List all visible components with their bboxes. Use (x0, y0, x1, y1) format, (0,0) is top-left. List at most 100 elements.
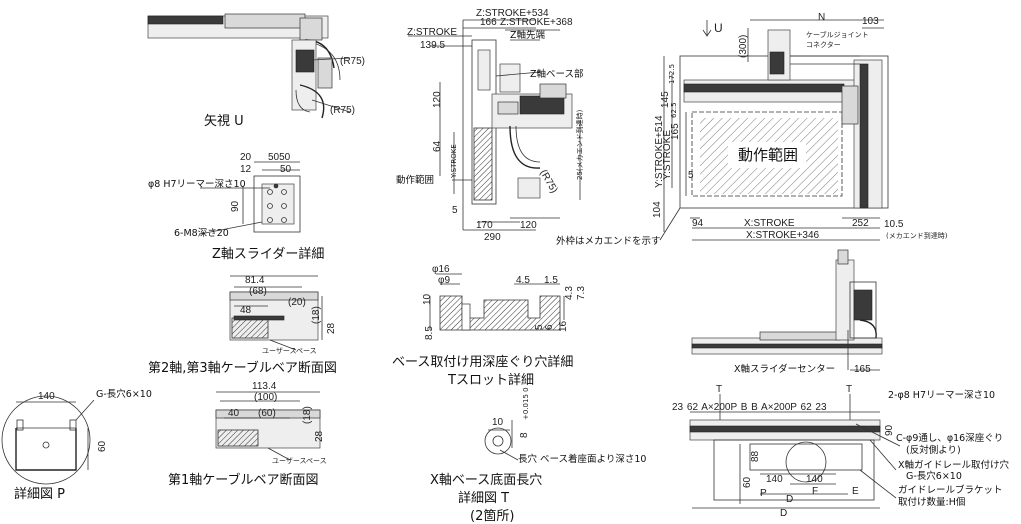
bottom-view: T T 23 62 A×200P B B A×200P 62 23 2-φ8 H… (672, 384, 1010, 519)
dim-48: 48 (240, 305, 252, 316)
e-marker: E (852, 486, 859, 497)
dim-73: 7.3 (576, 286, 587, 300)
dim-90: 90 (230, 200, 241, 212)
dim-625: 62.5 (670, 102, 678, 118)
user-space-b: ユーザースペース (272, 457, 327, 465)
r75-side: (R75) (537, 168, 559, 195)
d-marker-1: D (786, 494, 793, 505)
t-slot-detail: φ16 φ9 4.5 1.5 10 8.5 5 6 16 4.3 7.3 (422, 264, 587, 340)
dim-140-p: 140 (38, 391, 55, 402)
c-hole-note-2: (反対側より) (906, 444, 961, 456)
dim-10-slot: 10 (492, 417, 504, 428)
dim-68: (68) (249, 286, 267, 297)
z-tip-label: Z軸先端 (510, 29, 546, 41)
dim-252: 252 (852, 218, 869, 229)
dim-60p: (60) (258, 408, 276, 419)
dim-xstroke: X:STROKE (744, 218, 795, 229)
caption-view-u: 矢視 U (204, 114, 244, 129)
dim-43: 4.3 (564, 286, 575, 300)
dim-300p: (300) (738, 35, 749, 58)
dim-16-t: 16 (558, 320, 569, 332)
dim-1725: 172.5 (668, 64, 676, 84)
dim-60-bottom: 60 (742, 476, 753, 488)
dim-10-t: 10 (422, 293, 433, 305)
dim-6-t: 6 (544, 324, 555, 330)
dim-phi9: φ9 (438, 275, 450, 286)
dim-15: 1.5 (544, 275, 558, 286)
dim-18p-b: (18) (302, 406, 313, 424)
connector-label: コネクター (806, 40, 841, 49)
side-view: Z:STROKE+534 166 Z:STROKE+368 Z:STROKE 1… (396, 8, 584, 243)
dim-90-bottom: 90 (884, 424, 895, 436)
dim-120-v: 120 (432, 91, 443, 108)
dim-5-side: 5 (452, 205, 458, 216)
r75-label-1: (R75) (340, 56, 365, 67)
dim-100: (100) (254, 392, 277, 403)
u-arrow-label: U (714, 21, 723, 35)
c-hole-note-1: C-φ9通し、φ16深座ぐり (896, 432, 1003, 444)
top-view: U 動作範囲 N 103 (300) ケーブルジョイント コネクター Y: (556, 12, 948, 247)
outer-frame-note: 外枠はメカエンドを示す (556, 235, 661, 247)
dim-103: 103 (862, 16, 879, 27)
cable-bear-23: 81.4 (68) 48 (20) (18) 28 ユーザースペース (229, 275, 337, 355)
bottom-dims: 23 62 A×200P B B A×200P 62 23 (672, 402, 827, 413)
dim-n: N (818, 12, 825, 23)
caption-cable-23: 第2軸,第3軸ケーブルベア断面図 (148, 360, 337, 376)
dim-20p: (20) (288, 297, 306, 308)
cable-joint-label: ケーブルジョイント (806, 30, 869, 39)
x-slider-center: X軸スライダーセンター (734, 363, 835, 375)
dim-1395: 139.5 (420, 40, 445, 51)
slot-depth-note: 長穴 ベース着座面より深さ10 (518, 453, 646, 465)
dim-64: 64 (432, 140, 443, 152)
caption-z-slider: Z軸スライダー詳細 (212, 246, 324, 262)
mech-end-top: (メカエンド到達時) (886, 231, 948, 240)
dim-20: 20 (240, 152, 252, 163)
reamer-bottom: 2-φ8 H7リーマー深さ10 (888, 390, 995, 401)
dim-165-top: 165 (670, 123, 681, 140)
dim-18p: (18) (311, 306, 322, 324)
dim-165-front: 165 (854, 364, 871, 375)
t-marker-2: T (846, 384, 852, 395)
slot-detail-t: 10 8 +0.015 0 長穴 ベース着座面より深さ10 (484, 387, 646, 465)
dim-85: 8.5 (424, 326, 435, 340)
caption-x-long-3: (2箇所) (470, 508, 514, 524)
r75-label-2: (R75) (330, 105, 355, 116)
op-range-top: 動作範囲 (738, 146, 798, 164)
dim-60-p: 60 (97, 440, 108, 452)
dim-zstroke: Z:STROKE (407, 27, 457, 38)
dim-104: 104 (652, 201, 663, 218)
dim-166: 166 (480, 17, 497, 28)
dim-140-a: 140 (766, 474, 783, 485)
bracket-note-1: ガイドレールブラケット (898, 484, 1003, 496)
caption-base-slot-2: Tスロット詳細 (447, 372, 534, 388)
dim-xstroke-346: X:STROKE+346 (746, 230, 820, 241)
dim-94: 94 (692, 218, 704, 229)
dim-1134: 113.4 (252, 381, 277, 392)
tap-note: 6-M8深さ20 (174, 228, 229, 239)
z-base-label: Z軸ベース部 (530, 68, 584, 80)
d-marker-2: D (780, 508, 787, 519)
dim-140-b: 140 (806, 474, 823, 485)
tol-slot: +0.015 0 (522, 387, 530, 420)
dim-zstroke-534: Z:STROKE+534 (476, 8, 549, 19)
caption-base-slot-1: ベース取付け用深座ぐり穴詳細 (392, 354, 573, 370)
dim-ystroke-top: Y:STROKE (662, 130, 673, 180)
dim-5-top: 5 (688, 170, 694, 181)
dim-zstroke-368: Z:STROKE+368 (500, 17, 573, 28)
dim-5050: 5050 (268, 152, 291, 163)
slot-note-p: G-長穴6×10 (96, 388, 152, 400)
dim-8-slot: 8 (519, 432, 530, 438)
f-marker: F (812, 486, 818, 497)
dim-88: 88 (750, 450, 761, 462)
bracket-note-2: 取付け数量:H個 (898, 496, 965, 508)
dim-814: 81.4 (245, 275, 265, 286)
dim-phi16: φ16 (432, 264, 450, 275)
dim-ystroke-514: Y:STROKE+514 (654, 115, 665, 188)
dim-12: 12 (240, 164, 252, 175)
dim-45: 4.5 (516, 275, 530, 286)
caption-x-long-1: X軸ベース底面長穴 (430, 472, 542, 488)
dim-5-t: 5 (534, 324, 545, 330)
caption-x-long-2: 詳細図 T (458, 490, 509, 506)
dim-145: 145 (660, 91, 671, 108)
t-marker-1: T (716, 384, 722, 395)
